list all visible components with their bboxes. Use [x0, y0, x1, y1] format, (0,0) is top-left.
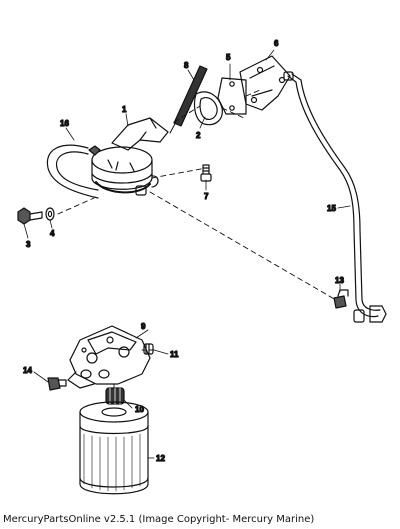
fuel-line-part-15 [283, 71, 387, 323]
leader-lines [23, 49, 351, 459]
callout-1: 1 [122, 105, 127, 114]
callout-8: 8 [184, 61, 189, 70]
filter-base-part-9 [67, 325, 151, 389]
fuel-pump-exploded-diagram: 1 2 3 4 5 6 7 8 9 10 11 12 13 14 15 16 [17, 38, 387, 495]
callout-5: 5 [226, 53, 231, 62]
fuel-pump-part-1 [88, 117, 169, 196]
fitting-part-14 [47, 377, 67, 391]
washer-part-4 [45, 207, 55, 221]
gasket-part-2 [193, 91, 223, 126]
callout-11: 11 [170, 350, 179, 359]
callout-9: 9 [141, 322, 146, 331]
callout-6: 6 [274, 39, 279, 48]
callout-12: 12 [156, 454, 165, 463]
callout-16: 16 [60, 119, 69, 128]
screw-part-7 [200, 164, 212, 182]
callout-14: 14 [23, 366, 32, 375]
fuel-hose-part-16 [46, 144, 99, 199]
copyright-caption: MercuryPartsOnline v2.5.1 (Image Copyrig… [3, 514, 315, 525]
callout-7: 7 [204, 192, 209, 201]
callout-3: 3 [26, 240, 31, 249]
plug-part-11 [143, 343, 154, 355]
assembly-dash-lines [57, 89, 337, 391]
connector-fitting-part-13 [333, 289, 349, 309]
callout-4: 4 [50, 229, 55, 238]
callout-labels: 1 2 3 4 5 6 7 8 9 10 11 12 13 14 15 16 [22, 38, 345, 463]
callout-10: 10 [135, 405, 144, 414]
callout-2: 2 [196, 131, 201, 140]
callout-15: 15 [327, 204, 336, 213]
callout-13: 13 [335, 276, 344, 285]
pushrod-part-8 [169, 65, 208, 134]
block-off-plate-part-6 [239, 55, 291, 111]
fuel-filter-part-12 [79, 401, 149, 495]
bolt-part-3 [17, 207, 43, 225]
adaptor-nipple-part-10 [105, 387, 125, 405]
